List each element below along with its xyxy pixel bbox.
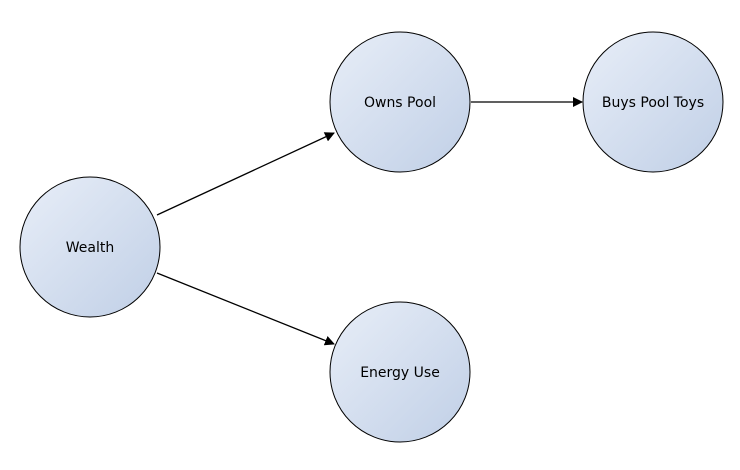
node-wealth-circle: [19, 176, 161, 318]
edge-wealth-to-owns-pool: [156, 132, 335, 216]
node-buys-pool-toys-circle: [582, 31, 724, 173]
node-energy-use-label: Energy Use: [360, 365, 440, 381]
node-owns-pool-circle: [329, 31, 471, 173]
node-owns-pool-label: Owns Pool: [364, 95, 436, 111]
node-wealth: Wealth: [19, 176, 161, 318]
node-energy-use-circle: [329, 301, 471, 443]
node-buys-pool-toys: Buys Pool Toys: [582, 31, 724, 173]
edge-wealth-to-energy-use: [156, 272, 335, 346]
node-buys-pool-toys-label: Buys Pool Toys: [602, 95, 704, 111]
node-owns-pool: Owns Pool: [329, 31, 471, 173]
node-wealth-label: Wealth: [66, 240, 114, 256]
node-energy-use: Energy Use: [329, 301, 471, 443]
